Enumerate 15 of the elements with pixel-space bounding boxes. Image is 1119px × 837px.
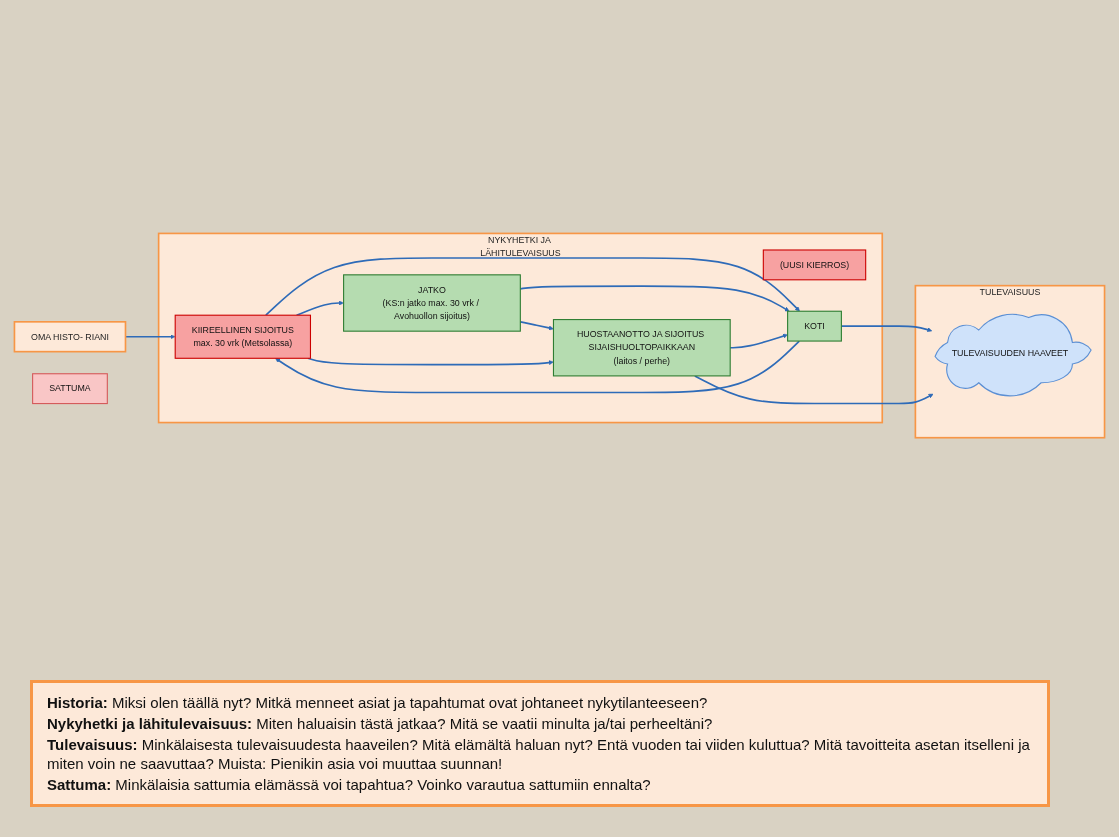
arrow [295, 301, 344, 317]
note-text: Nykyhetki ja lähitulevaisuus: Miten haluaisin tästä jatkaa? Mitä se vaatii minulta ja/tai perheeltäni? [47, 714, 714, 733]
note-text: Historia: Miksi olen täällä nyt? Mitkä menneet asiat ja tapahtumat ovat johtaneet nykytilanteeseen? [47, 693, 709, 712]
arrow [265, 257, 800, 317]
note-text: Sattuma: Minkälaisia sattumia elämässä voi tapahtua? Voinko varautua sattumiin ennalta? [47, 775, 652, 794]
node-box: (UUSI KIERROS) [762, 249, 867, 281]
arrow [307, 357, 554, 366]
arrow [275, 340, 801, 394]
node-box: KIIREELLINEN SIJOITUS max. 30 vrk (Metsolassa) [174, 315, 312, 360]
node-box: JATKO (KS:n jatko max. 30 vrk / Avohuollon sijoitus) [343, 274, 521, 333]
node-box: SATTUMA [32, 373, 108, 405]
node-box: OMA HISTO- RIANI [13, 321, 127, 353]
note-text: Tulevaisuus: Minkälaisesta tulevaisuudesta haaveilen? Mitä elämältä haluan nyt? Entä vuoden tai viiden kuluttua? Mitä tavoitteita asetan itselleni ja miten voin ne saavuttaa? Muista: Pienikin asia voi muuttaa suunnan! [47, 735, 1031, 773]
node-box: KOTI [787, 311, 842, 343]
node-box: HUOSTAANOTTO JA SIJOITUS SIJAISHUOLTOPAIKKAAN (laitos / perhe) [552, 319, 731, 377]
